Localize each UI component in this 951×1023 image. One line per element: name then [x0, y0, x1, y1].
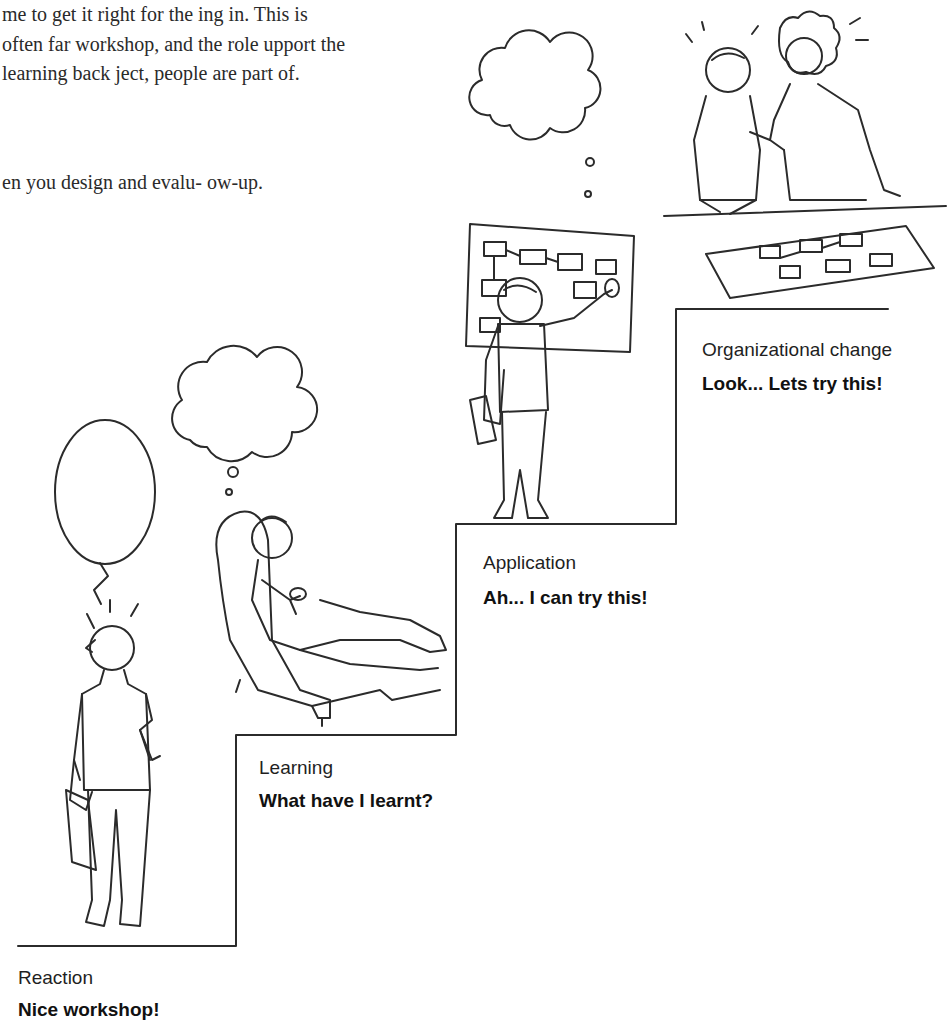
stage-name: Application	[483, 551, 576, 575]
speech-bubble	[55, 420, 155, 604]
writing-person	[470, 278, 619, 518]
stage-quote: Ah... I can try this!	[483, 586, 648, 610]
thought-cloud	[469, 30, 600, 197]
staircase-line	[18, 309, 888, 946]
paragraph-text: me to get it right for the ing in. This …	[2, 0, 350, 89]
two-people-at-table	[664, 11, 946, 298]
thought-cloud	[172, 346, 317, 495]
armchair-person	[216, 512, 446, 726]
stage-name: Reaction	[18, 966, 93, 990]
stage-name: Organizational change	[702, 338, 892, 362]
stage-name: Learning	[259, 756, 333, 780]
stage-quote: Nice workshop!	[18, 998, 159, 1022]
stage-quote: What have I learnt?	[259, 789, 433, 813]
paragraph-text: en you design and evalu- ow-up.	[2, 168, 350, 198]
stage-quote: Look... Lets try this!	[702, 372, 883, 396]
standing-person	[66, 600, 160, 926]
whiteboard	[466, 224, 634, 352]
